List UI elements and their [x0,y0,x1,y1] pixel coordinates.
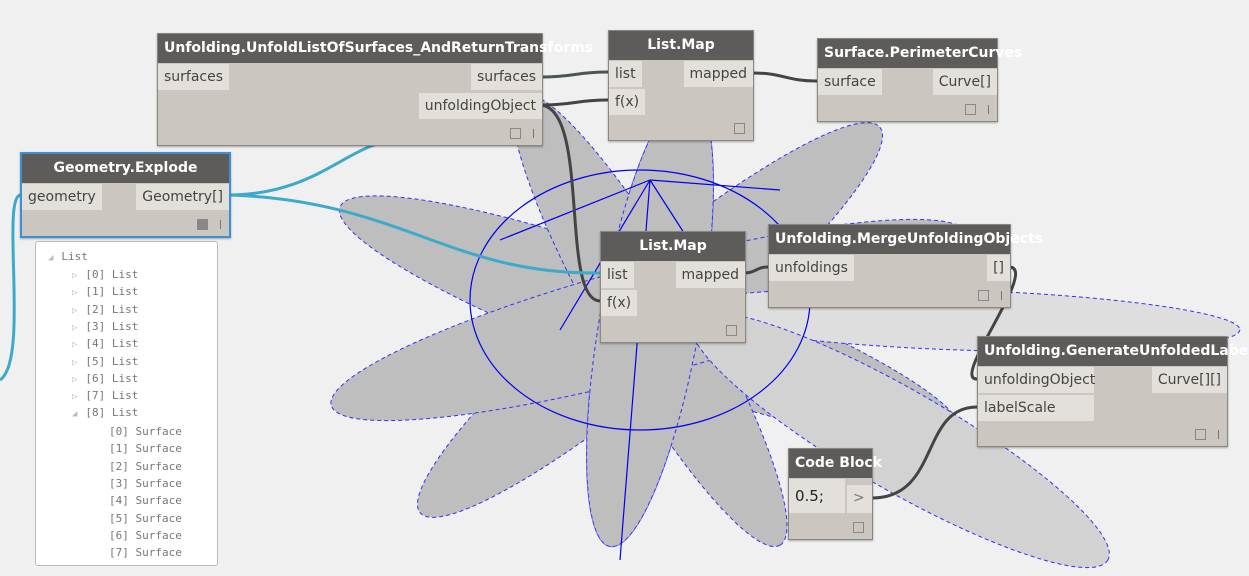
expand-icon[interactable]: ▷ [72,374,78,385]
expand-icon[interactable]: ▷ [72,322,78,333]
preview-list-item[interactable]: ▷ [1] List [72,285,138,298]
node-title: List.Map [609,31,753,60]
output-port-geometry-list[interactable]: Geometry[] [136,184,229,210]
output-port-surfaces[interactable]: surfaces [470,64,542,90]
preview-item-label: [1] List [85,285,139,299]
node-footer [726,323,737,336]
node-title: Geometry.Explode [22,154,229,183]
output-port-list[interactable]: [] [987,255,1010,281]
preview-surface-item[interactable]: [5] Surface [109,511,182,525]
expand-icon[interactable]: ▷ [72,357,78,368]
preview-surface-item[interactable]: [0] Surface [109,425,182,438]
node-title: Code Block [789,449,882,478]
preview-surface-item[interactable]: [1] Surface [109,442,182,456]
preview-item-label: [6] List [85,371,139,385]
preview-item-label: [8] List [85,406,139,420]
input-port-surfaces[interactable]: surfaces [158,64,230,90]
list-map-node-1[interactable]: List.Map list f(x) mapped [608,30,754,141]
preview-root-label: List [61,250,88,263]
code-block-node[interactable]: Code Block 0.5; > [788,448,882,540]
preview-surface-item[interactable]: [7] Surface [109,546,182,560]
preview-list-item[interactable]: ▷ [4] List [72,337,138,350]
node-footer [510,126,534,139]
preview-surface-item[interactable]: [4] Surface [109,494,182,508]
output-port-curves[interactable]: Curve[] [932,69,997,95]
geometry-explode-node[interactable]: Geometry.Explode geometry Geometry[] [20,152,231,238]
input-port-unfolding-object[interactable]: unfoldingObject [978,367,1095,393]
preview-surface-item[interactable]: [6] Surface [109,528,182,542]
generate-unfolded-labels-node[interactable]: Unfolding.GenerateUnfoldedLabels unfoldi… [977,336,1249,447]
node-output-preview[interactable]: ◢List ▷[0] List▷[1] List▷[2] List▷[3] Li… [35,241,218,566]
preview-item-label: [7] List [85,389,139,403]
preview-list-item[interactable]: ◢ [8] List [72,406,138,419]
output-port-mapped[interactable]: mapped [675,262,745,288]
node-footer [197,217,221,230]
merge-unfolding-objects-node[interactable]: Unfolding.MergeUnfoldingObjects unfoldin… [768,224,1043,308]
node-title: Surface.PerimeterCurves [818,39,1022,68]
node-footer [965,102,989,115]
input-port-unfoldings[interactable]: unfoldings [769,255,854,281]
output-port-mapped[interactable]: mapped [683,61,753,87]
preview-list-item[interactable]: ▷ [7] List [72,389,138,402]
node-title: Unfolding.GenerateUnfoldedLabels [978,337,1249,366]
node-title: Unfolding.UnfoldListOfSurfaces_AndReturn… [158,34,593,63]
input-port-label-scale[interactable]: labelScale [978,395,1094,421]
preview-surface-item[interactable]: [3] Surface [109,476,182,490]
collapse-icon[interactable]: ◢ [72,409,78,420]
expand-icon[interactable]: ▷ [72,340,78,351]
preview-item-label: [0] List [85,268,139,281]
preview-list-item[interactable]: ▷ [3] List [72,320,138,333]
node-footer [853,520,864,533]
expand-icon[interactable]: ▷ [72,392,78,403]
code-input[interactable]: 0.5; [789,479,845,513]
preview-root[interactable]: ◢List [48,250,88,263]
node-title: Unfolding.MergeUnfoldingObjects [769,225,1043,254]
input-port-geometry[interactable]: geometry [22,184,102,210]
output-port[interactable]: > [847,485,872,513]
input-port-list[interactable]: list [601,262,634,288]
node-footer [1195,427,1219,440]
preview-list-item[interactable]: ▷ [2] List [72,303,138,316]
preview-item-label: [2] List [85,302,139,316]
input-port-surface[interactable]: surface [818,69,882,95]
preview-list-item[interactable]: ▷ [5] List [72,355,138,368]
preview-list-item[interactable]: ▷ [0] List [72,268,138,281]
preview-list-item[interactable]: ▷ [6] List [72,372,138,385]
preview-item-label: [4] List [85,337,139,351]
output-port-unfolding-object[interactable]: unfoldingObject [418,93,542,119]
expand-icon[interactable]: ▷ [72,305,78,316]
preview-surface-item[interactable]: [2] Surface [109,459,182,473]
preview-item-label: [5] List [85,354,139,368]
node-footer [734,121,745,134]
input-port-fx[interactable]: f(x) [601,290,638,316]
node-title: List.Map [601,232,745,261]
node-footer [978,288,1002,301]
input-port-list[interactable]: list [609,61,642,87]
expand-icon[interactable]: ▷ [72,288,78,299]
input-port-fx[interactable]: f(x) [609,89,646,115]
preview-item-label: [3] List [85,319,139,333]
list-map-node-2[interactable]: List.Map list f(x) mapped [600,231,746,343]
expand-icon[interactable]: ▷ [72,271,78,281]
output-port-curves[interactable]: Curve[][] [1151,367,1227,393]
surface-perimeter-curves-node[interactable]: Surface.PerimeterCurves surface Curve[] [817,38,1022,122]
unfold-surfaces-node[interactable]: Unfolding.UnfoldListOfSurfaces_AndReturn… [157,33,593,146]
